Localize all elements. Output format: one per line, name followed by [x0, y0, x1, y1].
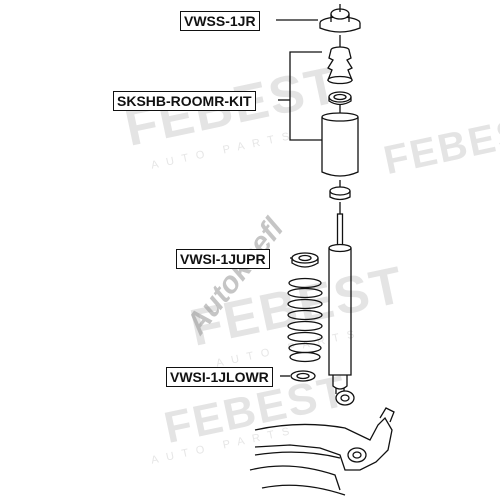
label-lower-spring-seat[interactable]: VWSI-1JLOWR: [166, 367, 273, 387]
kit-bracket: [289, 51, 322, 141]
dust-boot-part: [321, 105, 359, 177]
label-upper-spring-seat[interactable]: VWSI-1JUPR: [176, 249, 270, 269]
label-top-mount[interactable]: VWSS-1JR: [180, 11, 260, 31]
boot-seat-part: [329, 180, 351, 201]
bump-stop-part: [327, 35, 353, 85]
lower-spring-seat-part: [290, 370, 316, 382]
upper-spring-seat-part: [291, 252, 319, 268]
bearing-ring-part: [328, 91, 352, 106]
label-shock-kit[interactable]: SKSHB-ROOMR-KIT: [113, 91, 256, 111]
shock-absorber-part: [328, 202, 355, 406]
top-mount-part: [319, 4, 361, 33]
coil-spring-part: [287, 277, 323, 363]
suspension-arm-part: [249, 407, 395, 496]
